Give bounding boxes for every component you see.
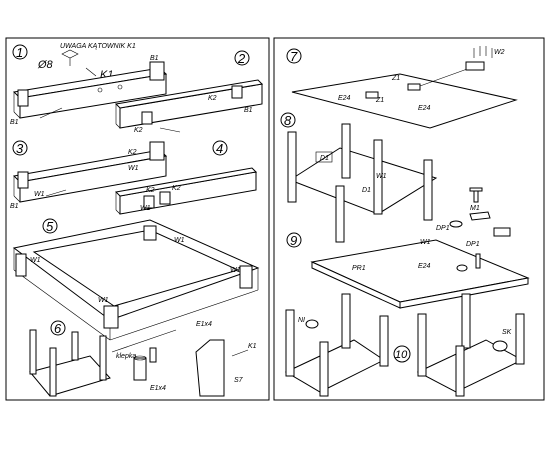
step-4-number: 4: [216, 141, 223, 156]
w1-label-5a: W1: [30, 257, 41, 264]
b1-label-top: B1: [150, 55, 159, 62]
step-3: 3 K2 W1 B1 W1: [10, 140, 168, 210]
table-frame-8: [288, 147, 438, 215]
dowel-part: [133, 357, 147, 381]
step-5: 5 W1 W1 W1 W1: [12, 218, 260, 341]
klepka-label: klepka: [116, 353, 136, 360]
b1-label-2: B1: [244, 107, 253, 114]
e24-label-9: E24: [418, 263, 431, 270]
step-10: NI 10 SK: [284, 293, 525, 397]
step-6-number: 6: [54, 321, 62, 336]
sk-label: SK: [502, 329, 512, 336]
step-1: 1 UWAGA KĄTOWNIK K1 Ø8 K1 B1 B1: [10, 43, 168, 126]
step-5-number: 5: [46, 219, 54, 234]
frame-underside: [29, 355, 111, 397]
d1-label-8b: D1: [362, 187, 371, 194]
bracket-k1-detail: [61, 49, 79, 66]
k2-label: K2: [208, 95, 217, 102]
w1-label-4: W1: [140, 205, 151, 212]
tabletop-underside: [291, 73, 518, 129]
k1-label-6: K1: [248, 343, 257, 350]
table-left-10: [284, 339, 385, 393]
w1-label-8: W1: [376, 173, 387, 180]
step-7-number: 7: [290, 49, 298, 64]
step-4: 4 K2 K2 W1: [114, 140, 258, 215]
left-panel: [5, 37, 270, 401]
b1-label: B1: [10, 119, 19, 126]
w1-label-3: W1: [128, 165, 139, 172]
m1-label: M1: [470, 205, 480, 212]
d1-label-8a: D1: [320, 155, 329, 162]
w1-label-5d: W1: [98, 297, 109, 304]
step-9-number: 9: [290, 233, 297, 248]
ni-label: NI: [298, 317, 305, 324]
right-panel: [273, 37, 545, 401]
e1x4-label-b: E1x4: [196, 321, 212, 328]
frame-inner: [32, 229, 240, 307]
step-9: 9 PR1 E24 W1 DP1 DP1: [286, 220, 530, 309]
k2-label-2: K2: [134, 127, 143, 134]
e24-label-7a: E24: [338, 95, 351, 102]
dp1-label-9a: DP1: [436, 225, 450, 232]
b1-label-3: B1: [10, 203, 19, 210]
w1-label-5c: W1: [230, 267, 241, 274]
e1x4-label-a: E1x4: [150, 385, 166, 392]
pr1-label: PR1: [352, 265, 366, 272]
warning-note: UWAGA KĄTOWNIK K1: [60, 43, 136, 50]
step-2-number: 2: [237, 51, 246, 66]
k2-label-4b: K2: [172, 185, 181, 192]
w1-label-3b: W1: [34, 191, 45, 198]
z1-label-7b: Z1: [375, 97, 384, 104]
step-6: 6 klepka E1x4 E1x4 K1 S7: [29, 320, 257, 397]
k2-label-4: K2: [146, 187, 155, 194]
e24-label-7b: E24: [418, 105, 431, 112]
z1-label-7a: Z1: [391, 75, 400, 82]
step-7: 7 E24 E24 Z1 Z1 W2: [286, 46, 518, 129]
diameter-label: Ø8: [37, 59, 54, 71]
step-2: 2 K2 B1 K2: [114, 50, 264, 134]
tabletop-9: [310, 239, 530, 303]
leg-detail: [195, 339, 225, 397]
w1-label-5b: W1: [174, 237, 185, 244]
w2-label: W2: [494, 49, 505, 56]
dp1-label-9b: DP1: [466, 241, 480, 248]
step-10-number: 10: [395, 349, 408, 361]
step-3-number: 3: [16, 141, 24, 156]
step-8-number: 8: [284, 113, 292, 128]
step-1-number: 1: [16, 45, 23, 60]
w1-label-9: W1: [420, 239, 431, 246]
s7-label: S7: [234, 377, 244, 384]
k2-label-3: K2: [128, 149, 137, 156]
step-8: 8 D1 D1 W1 M1: [280, 112, 491, 243]
